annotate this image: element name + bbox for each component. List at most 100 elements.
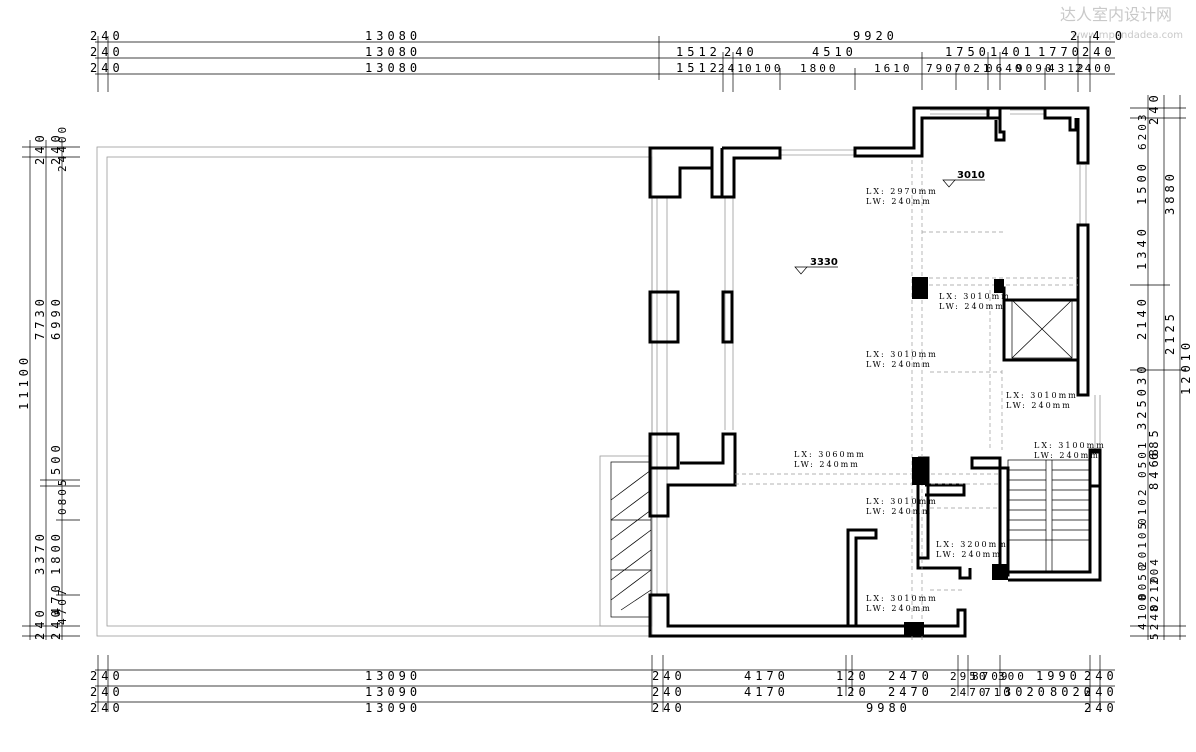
dim-top-r2-7: 1770	[1038, 45, 1083, 59]
dim-right-c1-4: 2140	[1135, 295, 1149, 340]
dim-top-r2-2: 1512	[676, 45, 721, 59]
dim-right-c1-6: 3250	[1135, 385, 1149, 430]
dim-right-c1-5: 30	[1135, 363, 1149, 385]
beam-8-lx: LX: 3200mm	[936, 540, 1008, 549]
beam-8-lw: LW: 240mm	[936, 550, 1002, 559]
dim-bot-r1-3: 4170	[744, 669, 789, 683]
structural-columns	[904, 277, 1008, 636]
dim-bot-r1-7: 8709	[972, 670, 1011, 683]
dim-bot-r2-0: 240	[90, 685, 124, 699]
level-value-1: 3010	[957, 170, 985, 181]
walls	[648, 106, 1102, 638]
column-1	[912, 277, 928, 299]
dim-top-r2-6: 1401	[990, 45, 1035, 59]
dim-right-c1-10: 0102	[1136, 487, 1149, 526]
dim-top-r3-0: 240	[90, 61, 124, 75]
dim-left-c3-4: 470	[49, 581, 63, 615]
dim-bot-r1-9: 1990	[1036, 669, 1081, 683]
dim-bot-r2-4: 120	[836, 685, 870, 699]
dim-right-c1-8: 0501	[1136, 440, 1149, 479]
dim-top-r1-2: 2 4 0	[1070, 29, 1126, 43]
dim-bot-r3-4: 240	[1084, 701, 1118, 715]
beam-2-lw: LW: 240mm	[939, 302, 1005, 311]
beam-3-lw: LW: 240mm	[866, 360, 932, 369]
dim-bot-r2-10: 240	[1084, 685, 1118, 699]
column-4	[992, 564, 1008, 580]
dim-bot-r1-1: 13090	[365, 669, 421, 683]
right-dimension-text: 12010 3880 2125 240 6203 1500 1340 2140 …	[1135, 91, 1193, 640]
dim-bot-r1-5: 2470	[888, 669, 933, 683]
dim-right-c1-15: 4100	[1136, 592, 1149, 631]
dim-top-r3-6: 1610	[874, 62, 913, 75]
dim-left-c4-2: 4707	[56, 587, 69, 626]
beam-4-lx: LX: 3010mm	[1006, 391, 1078, 400]
dim-left-c2-0: 240	[33, 131, 47, 165]
dim-right-c1-16: 5240	[1148, 602, 1161, 641]
dim-bot-r1-2: 240	[652, 669, 686, 683]
dim-left-c2-1: 7730	[33, 295, 47, 340]
top-dimension-lines	[95, 36, 1115, 92]
dim-right-c1-13: 0050	[1136, 562, 1149, 601]
beam-lines	[735, 160, 1078, 640]
level-marker-2: 3330	[794, 257, 838, 275]
beam-1-lw: LW: 240mm	[866, 197, 932, 206]
level-marker-1: 3010	[942, 170, 985, 188]
beam-6-lx: LX: 3060mm	[794, 450, 866, 459]
dim-left-c3-0: 240	[49, 131, 63, 165]
dim-right-c1-12: 204	[1148, 556, 1161, 585]
dim-top-r3-11: 4312	[1048, 62, 1087, 75]
dim-right-overall: 12010	[1179, 339, 1193, 395]
dim-right-c1-2: 1500	[1135, 160, 1149, 205]
dim-right-c1-9: 8468	[1147, 445, 1161, 490]
dim-top-r2-8: 240	[1082, 45, 1116, 59]
beam-1-lx: LX: 2970mm	[866, 187, 938, 196]
dim-top-r3-12: 2400	[1075, 62, 1114, 75]
dim-left-c3-5: 240	[49, 606, 63, 640]
dim-top-r3-9: 0640	[986, 62, 1025, 75]
dim-top-r2-3: 240	[724, 45, 758, 59]
dim-bot-r1-6: 2950	[950, 670, 989, 683]
dim-left-c3-3: 1800	[49, 530, 63, 575]
glass-facade	[656, 109, 1101, 595]
column-5	[904, 622, 924, 636]
beam-5-lx: LX: 3100mm	[1034, 441, 1106, 450]
dim-top-r3-7: 790	[926, 62, 955, 75]
dim-left-c4-0: 24400	[56, 124, 69, 172]
dim-top-r1-1: 13080	[365, 29, 421, 43]
dim-bot-r3-3: 9980	[866, 701, 911, 715]
dim-right-c1-1: 6203	[1136, 112, 1149, 151]
dim-bot-r1-8: 300	[998, 670, 1027, 683]
dim-left-c3-1: 6990	[49, 295, 63, 340]
beam-annotations: LX: 2970mm LW: 240mm LX: 3010mm LW: 240m…	[794, 187, 1106, 613]
hatched-planter	[610, 461, 652, 618]
dim-right-c1-7: 685	[1147, 426, 1161, 460]
dim-top-r2-4: 4510	[812, 45, 857, 59]
dim-top-r2-5: 1750	[945, 45, 990, 59]
dim-left-c4-1: 0805	[56, 477, 69, 516]
beam-7-lw: LW: 240mm	[866, 507, 932, 516]
dim-bot-r2-9: 8020	[1050, 685, 1095, 699]
dim-bot-r3-2: 240	[652, 701, 686, 715]
beam-7-lx: LX: 3010mm	[866, 497, 938, 506]
right-dimension-lines	[1130, 95, 1186, 640]
dim-bot-r3-1: 13090	[365, 701, 421, 715]
dim-bot-r2-6: 2470	[950, 686, 989, 699]
dim-left-overall: 11100	[17, 354, 31, 410]
beam-9-lx: LX: 3010mm	[866, 594, 938, 603]
dim-right-c1-0: 240	[1147, 91, 1161, 125]
dim-right-c2-1: 2125	[1163, 310, 1177, 355]
dim-bot-r2-7: 710	[984, 686, 1013, 699]
watermark-name: 达人室内设计网	[1060, 5, 1172, 24]
dim-top-r2-1: 13080	[365, 45, 421, 59]
dim-bot-r2-5: 2470	[888, 685, 933, 699]
dim-left-c3-2: 500	[49, 441, 63, 475]
beam-9-lw: LW: 240mm	[866, 604, 932, 613]
beam-3-lx: LX: 3010mm	[866, 350, 938, 359]
dim-bot-r2-3: 4170	[744, 685, 789, 699]
dim-top-r1-0: 240	[90, 29, 124, 43]
bottom-dimension-lines	[95, 655, 1115, 712]
dim-bot-r2-2: 240	[652, 685, 686, 699]
beam-6-lw: LW: 240mm	[794, 460, 860, 469]
dim-bot-r2-8: 3020	[1004, 685, 1049, 699]
left-dimension-lines	[22, 140, 80, 640]
